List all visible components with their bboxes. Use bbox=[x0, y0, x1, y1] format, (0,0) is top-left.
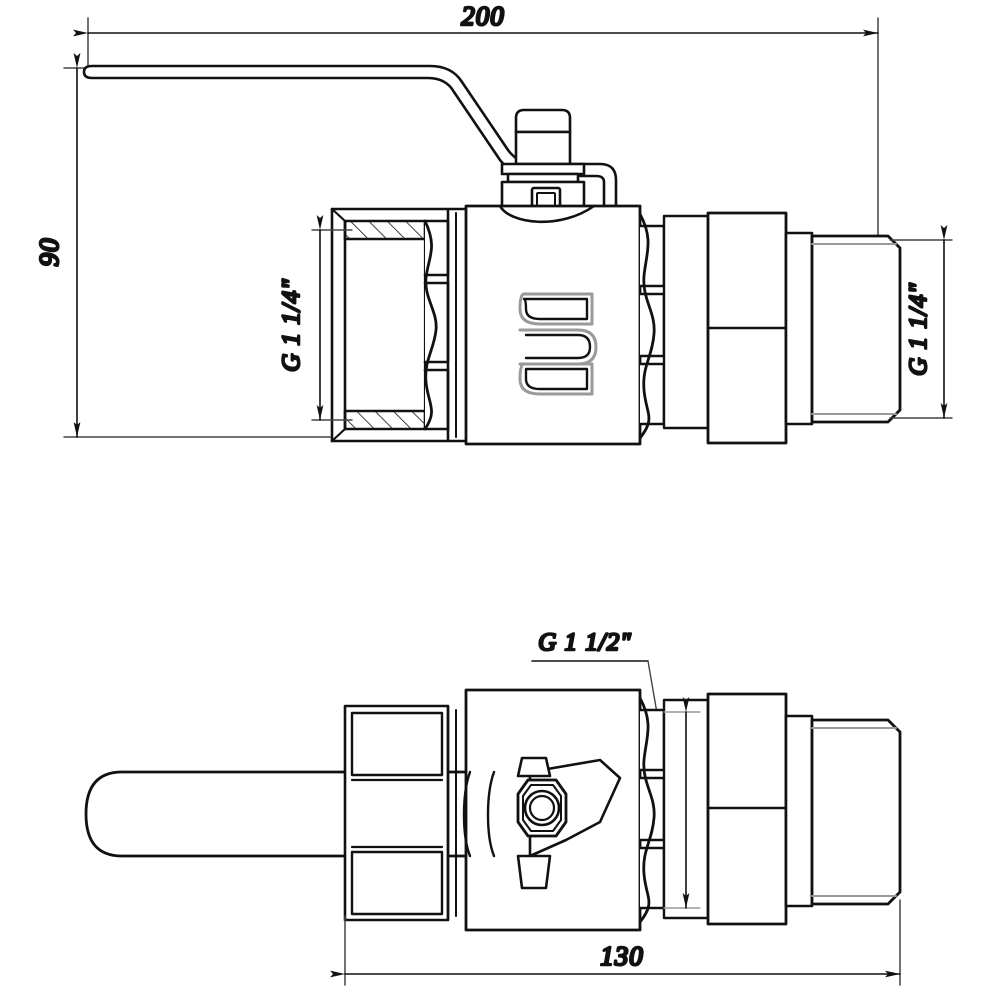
inlet-female-thread-section bbox=[330, 207, 468, 443]
label-thread-right: G 1 1/4" bbox=[889, 225, 953, 419]
dimension-overall-height: 90 bbox=[33, 53, 331, 438]
dimension-label-90: 90 bbox=[34, 238, 64, 267]
label-thread-union: G 1 1/2" bbox=[531, 628, 673, 801]
union-nut-bottom-view bbox=[662, 692, 902, 926]
inlet-sleeve-bottom-view bbox=[343, 704, 457, 922]
union-nut-top-view bbox=[662, 211, 902, 445]
dimension-overall-length: 200 bbox=[73, 0, 879, 241]
label-thread-left: G 1 1/4" bbox=[277, 215, 353, 421]
stem-nut-assembly-top-view bbox=[500, 108, 586, 184]
dimension-union-thread-extent bbox=[663, 697, 701, 909]
lever-handle-top-view bbox=[82, 64, 618, 208]
dimension-label-130: 130 bbox=[600, 941, 644, 971]
label-thread-left-text: G 1 1/4" bbox=[278, 278, 305, 372]
label-thread-right-text: G 1 1/4" bbox=[905, 282, 932, 376]
body-logo-s bbox=[518, 292, 598, 396]
dimension-body-length: 130 bbox=[330, 899, 901, 986]
handle-wing-and-hex-nut-bottom-view bbox=[516, 756, 622, 890]
dimension-label-200: 200 bbox=[461, 1, 505, 31]
label-thread-union-text: G 1 1/2" bbox=[538, 629, 632, 656]
